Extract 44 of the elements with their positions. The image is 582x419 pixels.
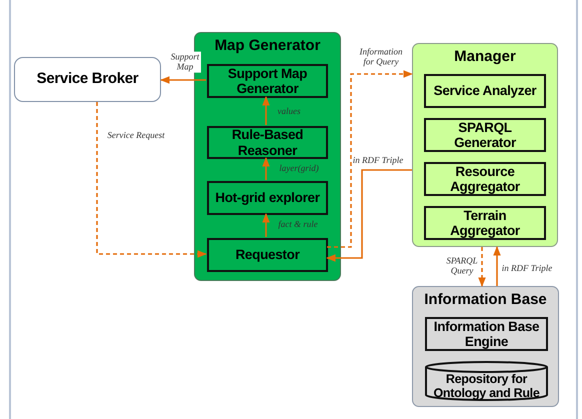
container-title: Information Base	[423, 292, 548, 309]
container-title: Map Generator	[214, 38, 322, 55]
module-box	[207, 64, 328, 98]
module-box	[424, 74, 546, 108]
dashed-arrow	[478, 247, 486, 287]
module-box	[207, 126, 328, 159]
edge-label: Service Request	[106, 130, 166, 140]
component-label: Repository for Ontology and Rule	[432, 372, 540, 400]
edge-label: fact & rule	[277, 218, 319, 230]
arrow	[262, 157, 270, 180]
component-label: SPARQL Generator	[453, 120, 517, 150]
edge-label: in RDF Triple	[500, 262, 554, 274]
module-box	[207, 238, 328, 272]
module-box	[424, 118, 546, 152]
component-label: Service Analyzer	[432, 83, 538, 99]
arrow	[326, 169, 412, 262]
edge-label: layer(grid)	[278, 162, 320, 174]
container-title: Manager	[453, 49, 517, 66]
arrow	[262, 96, 270, 125]
module-box	[424, 162, 546, 196]
component-label: Requestor	[234, 247, 301, 263]
dashed-arrow	[96, 102, 207, 258]
arrow	[160, 76, 206, 84]
component-container	[412, 286, 559, 407]
module-box	[207, 181, 328, 215]
arrow	[262, 213, 270, 237]
edge-label: values	[276, 106, 302, 116]
component-container	[412, 43, 558, 247]
component-label: Service Broker	[36, 71, 140, 88]
edge-label: SPARQL Query	[444, 256, 480, 276]
component-label: Resource Aggregator	[449, 164, 521, 194]
component-label: Hot-grid explorer	[214, 190, 321, 206]
database-cylinder	[425, 361, 548, 401]
module-box	[425, 317, 548, 351]
component-label: Information Base Engine	[432, 318, 540, 350]
component-box	[14, 57, 161, 102]
dashed-arrow	[327, 70, 413, 248]
component-label: Terrain Aggregator	[449, 208, 521, 238]
module-box	[424, 206, 546, 240]
component-label: Support Map Generator	[226, 66, 308, 96]
component-label: Rule-Based Reasoner	[230, 127, 304, 158]
edge-label: in RDF Triple	[352, 154, 404, 166]
edge-label: Support Map	[169, 52, 201, 72]
arrow	[493, 246, 501, 286]
